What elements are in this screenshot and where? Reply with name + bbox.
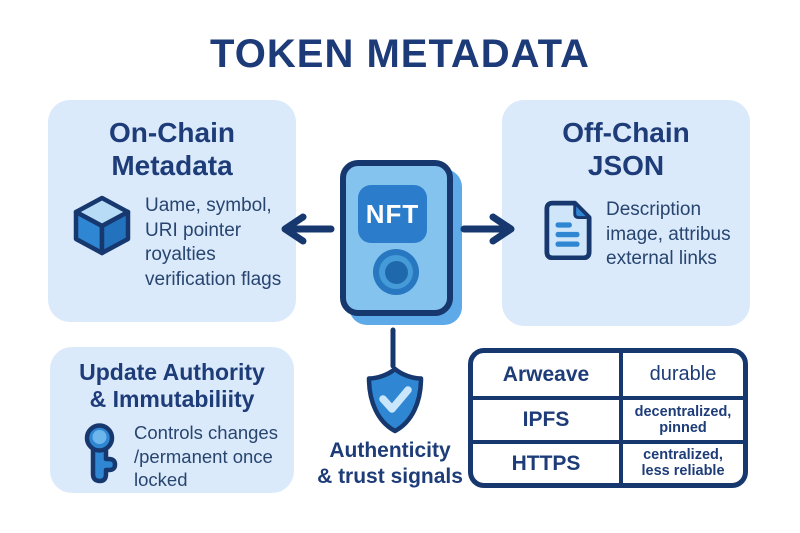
off-chain-panel-body: Description image, attribus external lin… [606, 199, 731, 270]
document-icon [544, 200, 592, 265]
cube-icon [72, 194, 132, 261]
key-icon [82, 423, 120, 490]
storage-value: durable [619, 353, 743, 397]
table-row: IPFS decentralized, pinned [473, 396, 743, 440]
shield-check-icon [366, 366, 424, 439]
off-chain-panel-row: Description image, attribus external lin… [502, 198, 750, 272]
update-authority-panel: Update Authority & Immutabiliity Control… [50, 347, 294, 493]
on-chain-metadata-panel: On-Chain Metadata Uame, symbol, URI poin… [48, 100, 296, 322]
on-chain-panel-title: On-Chain Metadata [109, 117, 235, 182]
table-row: Arweave durable [473, 353, 743, 397]
storage-name: IPFS [522, 408, 570, 432]
nft-label-chip: NFT [358, 185, 427, 243]
update-authority-panel-row: Controls changes /permanent once locked [50, 421, 294, 491]
table-row: HTTPS centralized, less reliable [473, 439, 743, 483]
update-authority-panel-title: Update Authority & Immutabiliity [79, 359, 265, 413]
token-ring-icon [373, 249, 419, 295]
storage-value: centralized, less reliable [619, 443, 743, 483]
nft-label: NFT [365, 198, 420, 229]
storage-value: decentralized, pinned [619, 400, 743, 440]
nft-token-card: NFT [340, 160, 453, 316]
update-authority-panel-body: Controls changes /permanent once locked [134, 422, 278, 490]
on-chain-panel-row: Uame, symbol, URI pointer royalties veri… [48, 194, 296, 293]
shield-caption: Authenticity & trust signals [317, 439, 463, 488]
off-chain-panel-title: Off-Chain JSON [562, 117, 690, 182]
off-chain-json-panel: Off-Chain JSON Description image, attrib… [502, 100, 750, 326]
on-chain-panel-body: Uame, symbol, URI pointer royalties veri… [145, 195, 282, 291]
page-title: TOKEN METADATA [210, 32, 590, 76]
storage-name: Arweave [502, 362, 590, 386]
storage-comparison-table: Arweave durable IPFS decentralized, pinn… [468, 348, 748, 488]
storage-name: HTTPS [511, 451, 581, 475]
